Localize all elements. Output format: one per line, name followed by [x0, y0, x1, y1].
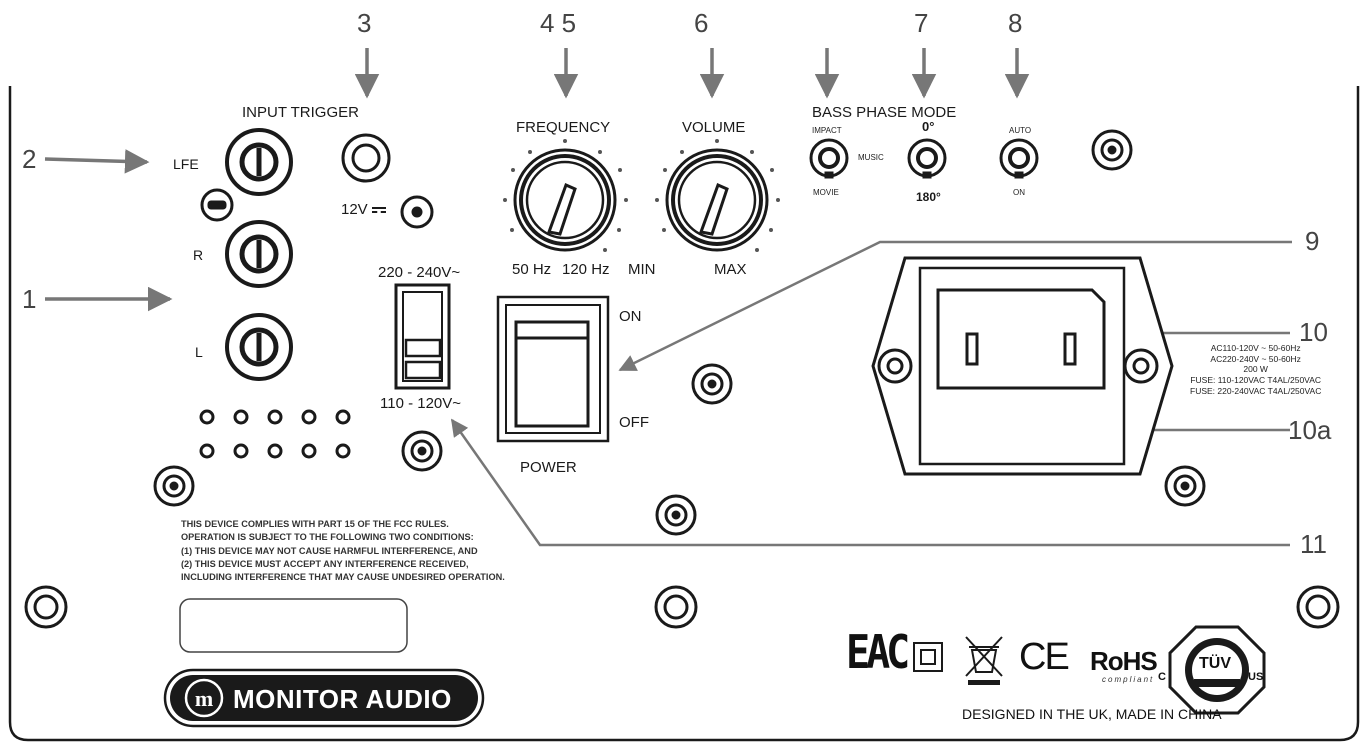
screw-icon — [400, 195, 434, 229]
screw-icon — [655, 494, 697, 536]
screw-icon — [24, 585, 68, 629]
voltage-low-label: 110 - 120V~ — [380, 395, 462, 412]
tuv-mark-text: TÜV — [1199, 655, 1231, 672]
auto-label: AUTO — [1009, 126, 1032, 135]
rca-jack-lfe — [225, 128, 293, 196]
freq-max-label: 120 Hz — [562, 261, 610, 278]
frequency-label: FREQUENCY — [516, 119, 611, 136]
serial-label-box — [179, 598, 408, 653]
callout-45: 4 5 — [540, 8, 577, 38]
power-spec-text: AC110-120V ~ 50-60Hz AC220-240V ~ 50-60H… — [1190, 343, 1322, 396]
phase-180-label: 180° — [916, 190, 941, 204]
screw-icon — [1091, 129, 1133, 171]
callout-8: 8 — [1008, 8, 1023, 38]
vent-holes — [199, 409, 351, 459]
input-trigger-label: INPUT TRIGGER — [242, 104, 359, 121]
l-label: L — [195, 344, 203, 360]
volume-knob — [665, 148, 769, 252]
callout-7: 7 — [914, 8, 929, 38]
power-switch — [496, 295, 610, 443]
callout-10: 10 — [1299, 317, 1328, 347]
rohs-compliant-text: compliant — [1102, 675, 1155, 684]
screw-icon — [654, 585, 698, 629]
music-label: MUSIC — [858, 153, 884, 162]
impact-label: IMPACT — [812, 126, 842, 135]
lfe-label: LFE — [173, 156, 199, 172]
switch-off-label: OFF — [619, 414, 649, 431]
panel-outline — [8, 86, 1360, 742]
arrow-11 — [450, 418, 1290, 547]
weee-bin-icon — [965, 636, 1003, 685]
r-label: R — [193, 247, 204, 263]
auto-on-label: ON — [1013, 188, 1025, 197]
brand-badge: m — [163, 668, 485, 728]
screw-icon — [1296, 585, 1340, 629]
ce-mark: CE — [1019, 636, 1070, 678]
tuv-mark-icon — [1168, 625, 1266, 715]
fcc-compliance-text: THIS DEVICE COMPLIES WITH PART 15 OF THE… — [181, 519, 505, 583]
arrow-2 — [44, 149, 150, 174]
rca-jack-l — [225, 313, 293, 381]
switch-on-label: ON — [619, 308, 642, 325]
screw-icon — [691, 363, 733, 405]
trigger-voltage-label: 12V — [341, 202, 386, 217]
bass-phase-mode-label: BASS PHASE MODE — [812, 104, 957, 121]
arrow-9 — [618, 240, 1292, 372]
tuv-c-mark: C — [1158, 671, 1166, 683]
movie-label: MOVIE — [813, 188, 839, 197]
rohs-mark: RoHS — [1090, 646, 1158, 676]
phase-0-label: 0° — [922, 119, 935, 134]
double-insulation-icon — [913, 642, 943, 672]
brand-logo-glyph: m — [195, 686, 213, 711]
screw-icon — [200, 188, 234, 222]
voltage-high-label: 220 - 240V~ — [378, 264, 461, 281]
phase-switch — [907, 138, 947, 179]
screw-icon — [401, 430, 443, 472]
screw-icon — [1164, 465, 1206, 507]
cert-marks — [913, 625, 1266, 715]
iec-inlet — [871, 256, 1174, 476]
knob-scale-dots — [503, 139, 780, 252]
voltage-selector — [394, 283, 451, 390]
callout-3: 3 — [357, 8, 372, 38]
screw-set — [24, 129, 1340, 629]
designed-in-text: DESIGNED IN THE UK, MADE IN CHINA — [962, 706, 1222, 722]
trigger-jack — [341, 133, 391, 183]
freq-min-label: 50 Hz — [512, 261, 552, 278]
rca-jacks — [225, 128, 391, 381]
tuv-us-mark: US — [1248, 671, 1264, 683]
callout-6: 6 — [694, 8, 709, 38]
power-label: POWER — [520, 459, 577, 476]
screw-icon — [153, 465, 195, 507]
frequency-knob — [513, 148, 617, 252]
bass-mode-switch — [809, 138, 849, 179]
brand-name: MONITOR AUDIO — [233, 684, 452, 714]
callout-11: 11 — [1300, 529, 1327, 559]
volume-label: VOLUME — [682, 119, 746, 136]
rca-jack-r — [225, 220, 293, 288]
callout-10a: 10a — [1288, 415, 1332, 445]
callout-9: 9 — [1305, 226, 1320, 256]
vol-max-label: MAX — [714, 261, 747, 278]
auto-switch — [999, 138, 1039, 179]
vol-min-label: MIN — [628, 261, 656, 278]
toggle-switches — [809, 138, 1039, 179]
callout-2: 2 — [22, 144, 37, 174]
callout-1: 1 — [22, 284, 37, 314]
eac-mark: EAC — [846, 626, 910, 680]
